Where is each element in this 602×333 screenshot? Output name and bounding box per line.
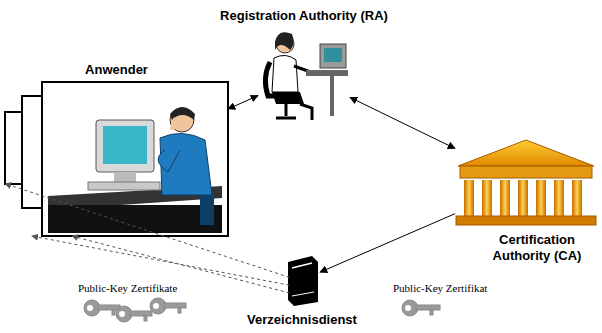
directory-book [288, 256, 318, 306]
exchange-arrow [228, 96, 258, 109]
node-label: Anwender [85, 62, 148, 78]
directory-service: Verzeichnisdienst [284, 254, 320, 306]
node-label: Verzeichnisdienst [247, 312, 357, 328]
distribution-arrow [32, 236, 290, 285]
certification-authority: Certification Authority (CA) [455, 140, 597, 226]
certificate-label: Public-Key Zertifikate [76, 282, 179, 294]
node-label: Registration Authority (RA) [220, 8, 388, 24]
user-workstations [5, 82, 228, 236]
ca-building [456, 140, 596, 225]
ra-clerk [265, 32, 348, 120]
node-label: Certification Authority (CA) [480, 232, 594, 263]
exchange-arrow [320, 214, 455, 273]
certificate-label: Public-Key Zertifikat [391, 282, 489, 294]
distribution-arrow [72, 236, 290, 293]
registration-authority: Registration Authority (RA) [258, 28, 350, 122]
user-group: Anwender [5, 82, 228, 236]
exchange-arrow [350, 97, 455, 148]
distribution-arrow [5, 184, 289, 278]
